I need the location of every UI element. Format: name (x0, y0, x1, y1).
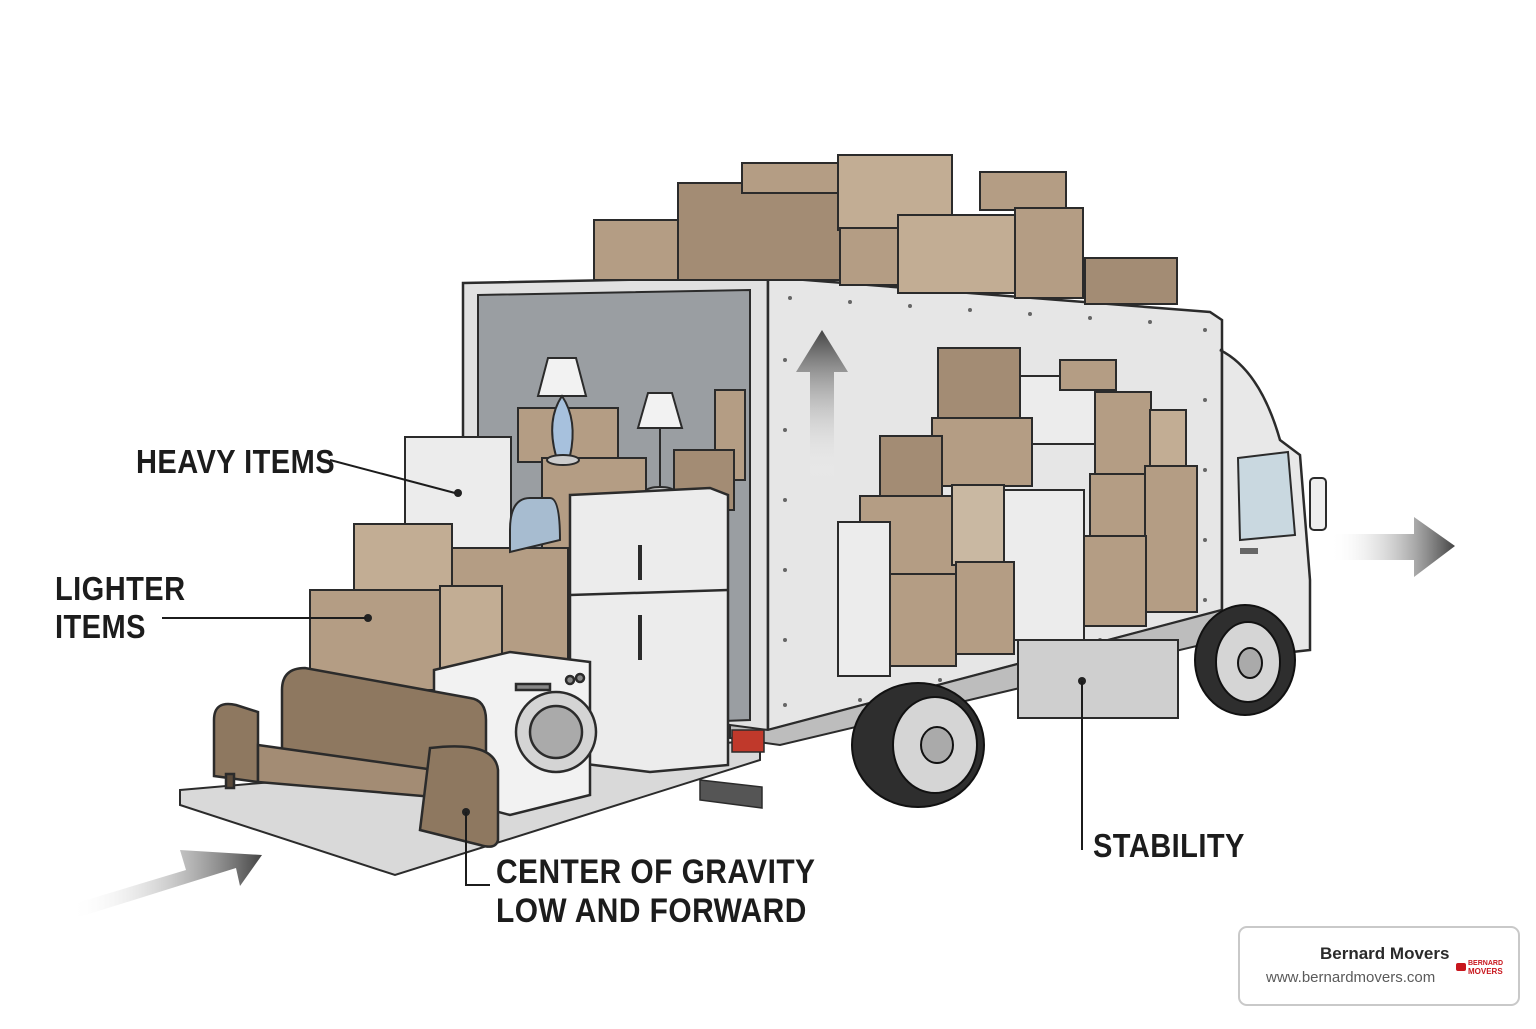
load-direction-arrow-icon (70, 850, 262, 918)
truck-logo-mark-icon (1456, 963, 1466, 971)
heavy-items-text: HEAVY ITEMS (136, 443, 336, 480)
roof-boxes (593, 154, 1178, 305)
forward-direction-arrow-icon (1330, 517, 1455, 577)
truck-cab (1017, 348, 1327, 719)
callout-lines (162, 459, 1083, 886)
bernard-movers-logo-icon: BERNARD MOVERS (1456, 960, 1508, 978)
truck-wheels (731, 604, 1296, 808)
logo-text-bottom: MOVERS (1468, 967, 1503, 976)
stability-text: STABILITY (1093, 827, 1245, 864)
heavy-items-label: HEAVY ITEMS (136, 443, 335, 481)
stability-label: STABILITY (1093, 827, 1245, 865)
lighter-items-line1: LIGHTER (55, 570, 186, 607)
sofa-icon (212, 666, 500, 848)
brand-name: Bernard Movers (1320, 944, 1450, 963)
refrigerator-icon (568, 486, 730, 774)
lighter-items-label: LIGHTER ITEMS (55, 570, 186, 646)
lighter-items-line2: ITEMS (55, 607, 146, 645)
logo-text-top: BERNARD (1468, 960, 1503, 967)
center-of-gravity-line2: LOW AND FORWARD (496, 892, 807, 931)
brand-url-link[interactable]: www.bernardmovers.com (1266, 969, 1436, 986)
up-arrow-icon (796, 330, 848, 480)
side-panel-cargo (837, 347, 1198, 677)
center-of-gravity-line1: CENTER OF GRAVITY (496, 853, 816, 891)
center-of-gravity-label: CENTER OF GRAVITY LOW AND FORWARD (496, 853, 815, 931)
brand-card[interactable]: Bernard Movers www.bernardmovers.com BER… (1238, 926, 1520, 1006)
